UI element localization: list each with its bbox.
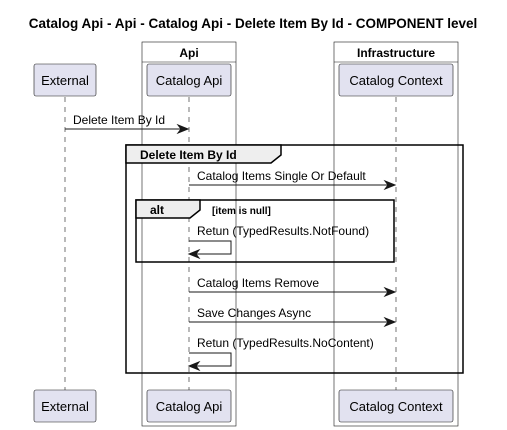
message-retun-no-content: Retun (TypedResults.NoContent) xyxy=(187,336,374,372)
participant-catalog-context-bottom: Catalog Context xyxy=(338,389,454,423)
participant-catalog-context-top-label: Catalog Context xyxy=(349,73,443,88)
participant-catalog-context-bottom-label: Catalog Context xyxy=(349,399,443,414)
participant-catalog-api-top-label: Catalog Api xyxy=(156,73,223,88)
message-retun-not-found: Retun (TypedResults.NotFound) xyxy=(187,224,369,260)
participant-external-top: External xyxy=(33,63,97,97)
diagram-title: Catalog Api - Api - Catalog Api - Delete… xyxy=(29,16,478,31)
message-save-changes-async: Save Changes Async xyxy=(189,306,397,328)
frame-alt-label: alt xyxy=(150,203,164,217)
message-catalog-items-single-or-default-label: Catalog Items Single Or Default xyxy=(197,169,366,183)
frame-alt-guard: [item is null] xyxy=(212,206,271,217)
participant-external-top-label: External xyxy=(41,73,89,88)
message-retun-not-found-label: Retun (TypedResults.NotFound) xyxy=(197,224,369,238)
message-retun-no-content-label: Retun (TypedResults.NoContent) xyxy=(197,336,374,350)
group-infrastructure-label: Infrastructure xyxy=(357,46,435,60)
group-api: Api xyxy=(141,41,237,427)
message-catalog-items-single-or-default: Catalog Items Single Or Default xyxy=(189,169,397,191)
participant-catalog-api-top: Catalog Api xyxy=(146,63,232,97)
participant-catalog-api-bottom: Catalog Api xyxy=(146,389,232,423)
participant-catalog-context-top: Catalog Context xyxy=(338,63,454,97)
participant-catalog-api-bottom-label: Catalog Api xyxy=(156,399,223,414)
participant-external-bottom: External xyxy=(33,389,97,423)
message-catalog-items-remove-label: Catalog Items Remove xyxy=(197,276,319,290)
group-api-label: Api xyxy=(179,46,198,60)
frame-delete-item-by-id: Delete Item By Id xyxy=(125,144,464,374)
message-delete-item-by-id-label: Delete Item By Id xyxy=(73,113,165,127)
frame-delete-item-by-id-label: Delete Item By Id xyxy=(140,148,237,162)
message-save-changes-async-label: Save Changes Async xyxy=(197,306,311,320)
participant-external-bottom-label: External xyxy=(41,399,89,414)
message-catalog-items-remove: Catalog Items Remove xyxy=(189,276,397,298)
group-infrastructure: Infrastructure xyxy=(333,41,459,427)
message-delete-item-by-id: Delete Item By Id xyxy=(65,113,190,135)
frame-alt: alt [item is null] xyxy=(135,199,395,263)
